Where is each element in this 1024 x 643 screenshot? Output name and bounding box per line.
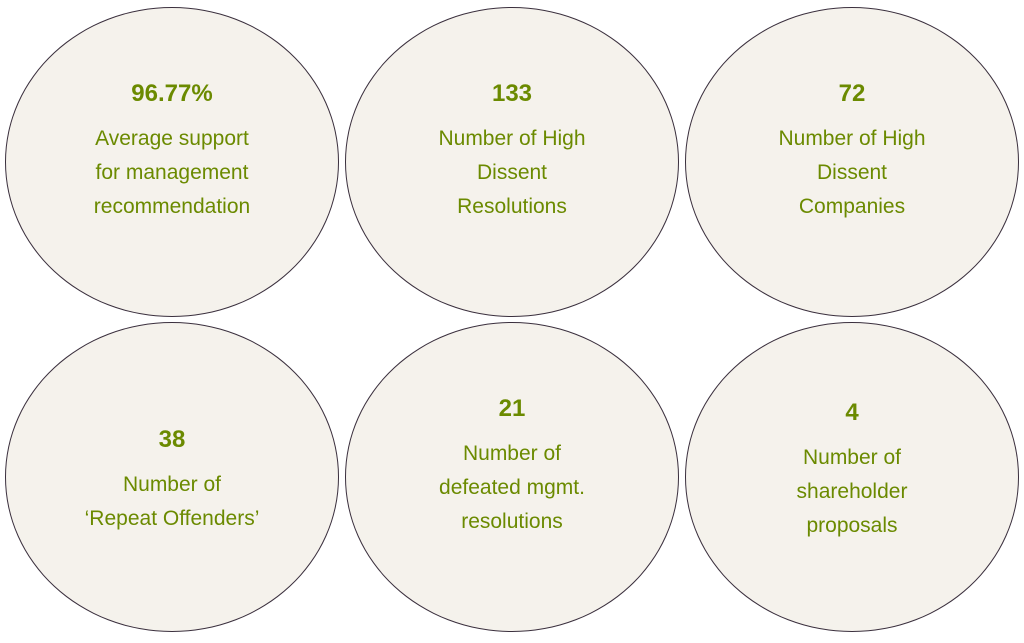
stat-circle-high-dissent-resolutions: 133 Number of High Dissent Resolutions [345,7,679,317]
stat-value: 72 [838,80,866,107]
stat-circle-high-dissent-companies: 72 Number of High Dissent Companies [685,7,1019,317]
stat-circle-repeat-offenders: 38 Number of ‘Repeat Offenders’ [5,322,339,632]
stat-label: Number of High Dissent Resolutions [438,127,586,218]
stat-value: 38 [158,426,186,453]
stat-circle-average-support: 96.77% Average support for management re… [5,7,339,317]
stat-label: Number of High Dissent Companies [778,127,926,218]
stat-circle-shareholder-proposals: 4 Number of shareholder proposals [685,322,1019,632]
stat-value: 96.77% [131,80,213,107]
stat-value: 4 [845,399,859,426]
stat-label: Number of shareholder proposals [796,446,908,537]
stat-value: 21 [498,395,526,422]
stat-circle-defeated-resolutions: 21 Number of defeated mgmt. resolutions [345,322,679,632]
stat-label: Number of defeated mgmt. resolutions [439,442,585,533]
stat-value: 133 [491,80,533,107]
stat-label: Average support for management recommend… [93,127,251,218]
stat-label: Number of ‘Repeat Offenders’ [84,473,260,530]
